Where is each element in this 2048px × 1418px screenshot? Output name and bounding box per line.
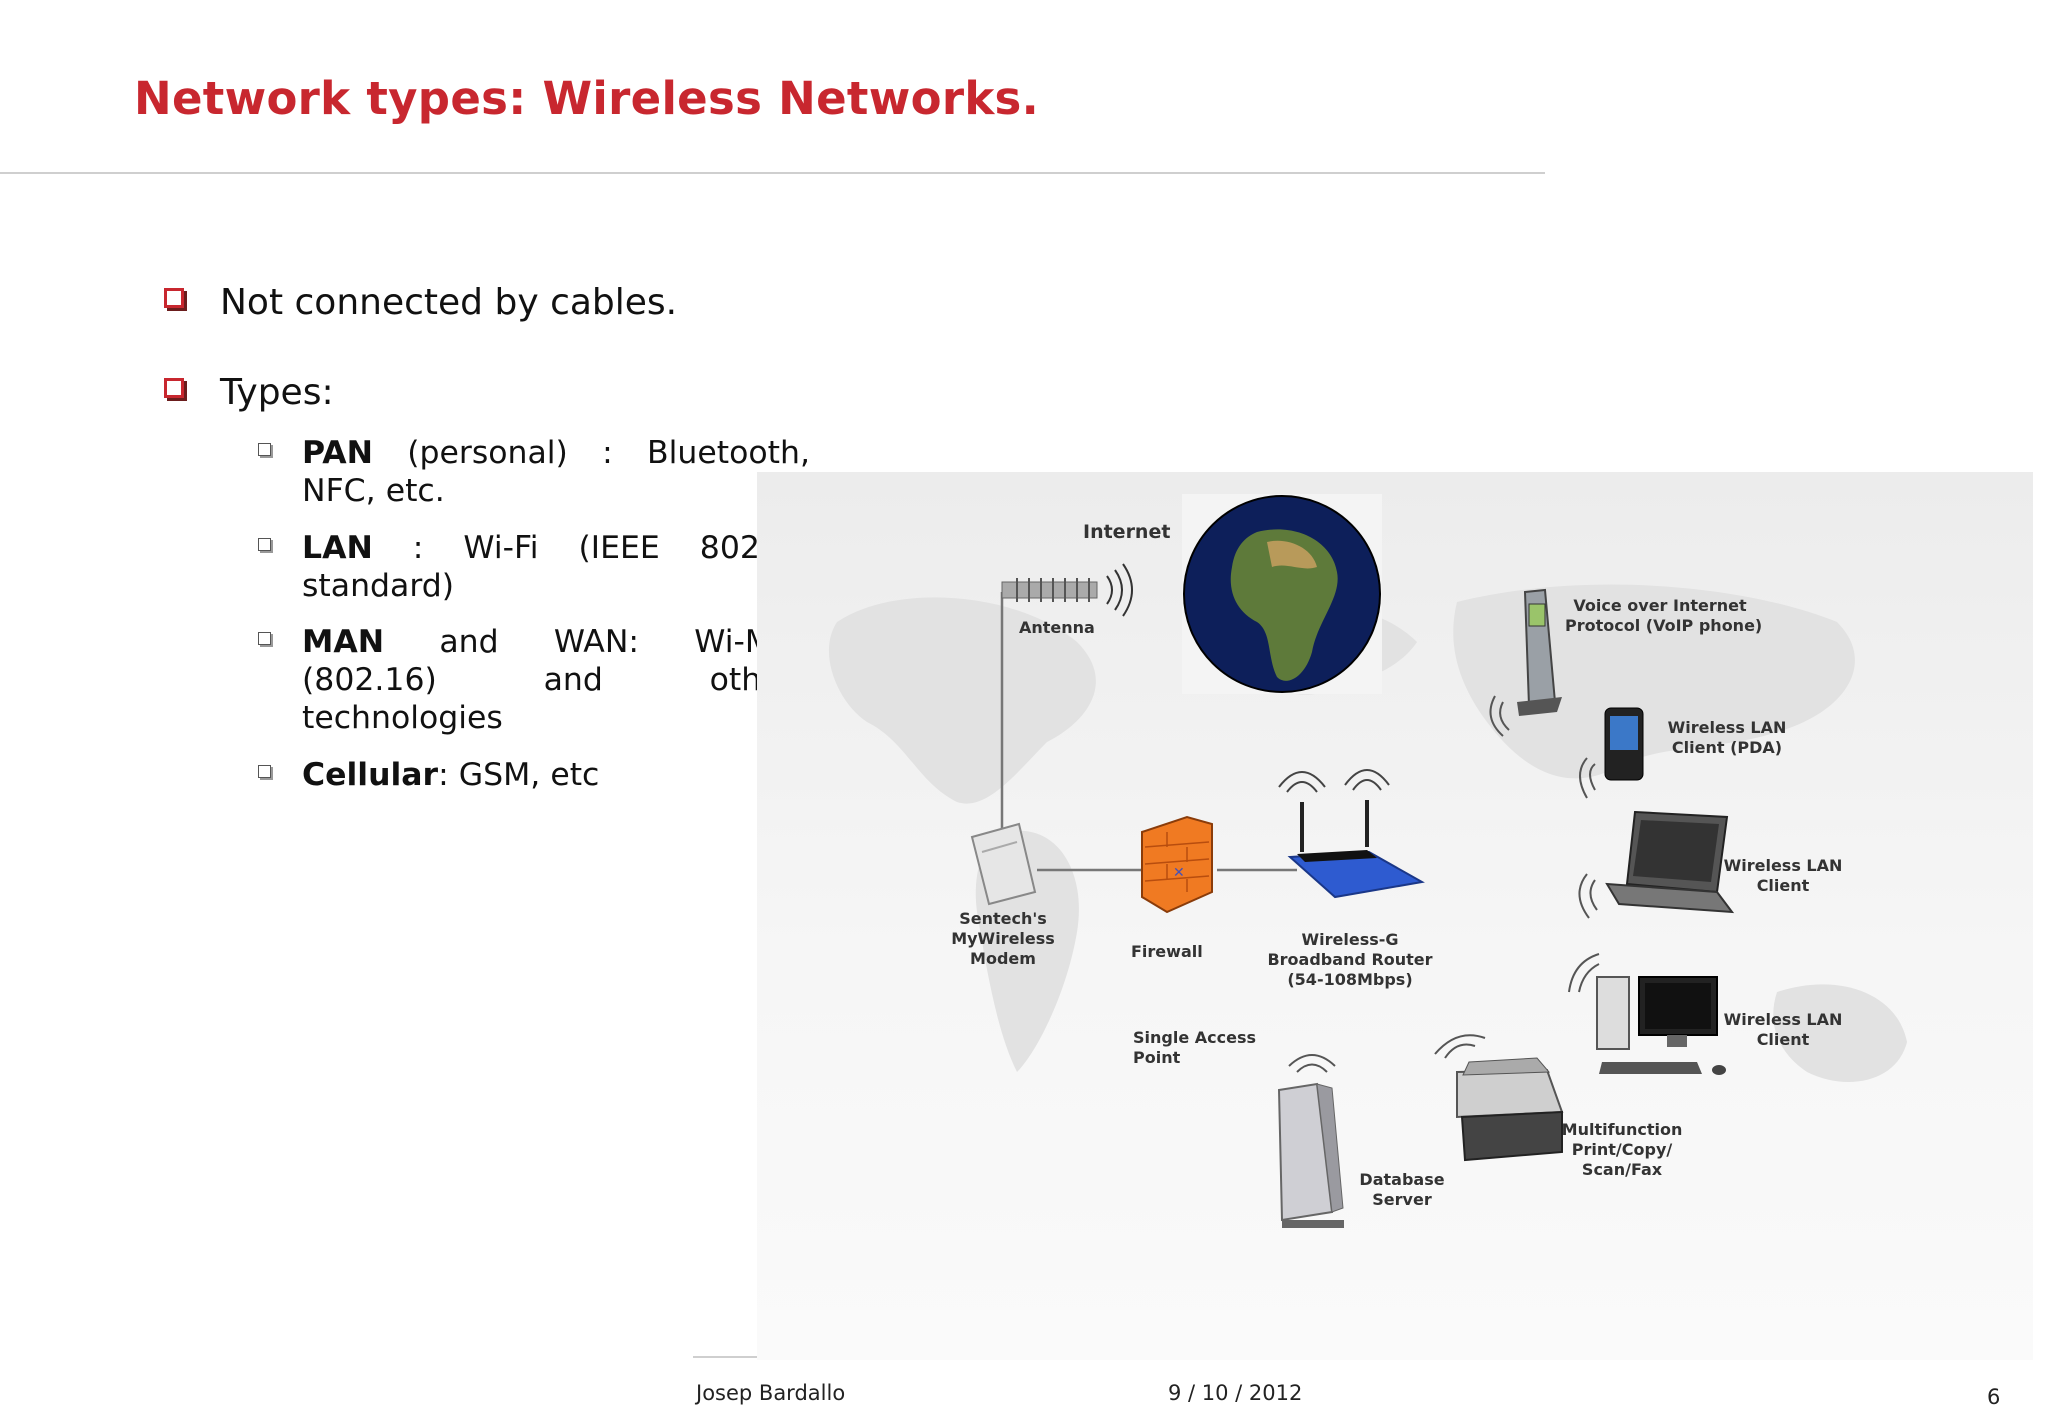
database-server-icon	[1277, 1054, 1344, 1228]
footer-author: Josep Bardallo	[696, 1381, 846, 1405]
sub-bullet-pan: PAN (personal) : Bluetooth, NFC, etc.	[258, 434, 810, 510]
svg-text:✕: ✕	[1173, 865, 1185, 881]
sub-bullet-square-icon	[258, 632, 271, 645]
bullet-square-icon	[164, 378, 184, 398]
footer-page-number: 6	[1987, 1385, 2001, 1409]
antenna-icon	[1001, 563, 1133, 617]
antenna-label: Antenna	[1019, 618, 1095, 637]
title-divider	[0, 172, 1545, 174]
laptop-icon	[1578, 810, 1735, 919]
slide-title: Network types: Wireless Networks.	[134, 72, 1040, 125]
globe-internet-icon	[1182, 494, 1382, 694]
sub-bullet-lan: LAN : Wi-Fi (IEEE 802.11 standard)	[258, 529, 810, 605]
modem-icon	[970, 822, 1037, 906]
firewall-label: Firewall	[1131, 942, 1203, 961]
footer-date: 9 / 10 / 2012	[1168, 1381, 1303, 1405]
pda-label: Wireless LAN Client (PDA)	[1667, 718, 1787, 757]
internet-label: Internet	[1083, 521, 1171, 543]
sub-bullet-square-icon	[258, 538, 271, 551]
pda-icon	[1579, 707, 1644, 799]
access-point-label: Single Access Point	[1133, 1028, 1257, 1067]
voip-phone-icon	[1489, 588, 1562, 737]
printer-icon	[1434, 1034, 1564, 1162]
laptop-label: Wireless LAN Client	[1723, 856, 1843, 895]
database-server-label: Database Server	[1359, 1170, 1445, 1209]
router-icon	[1278, 769, 1425, 899]
wireless-network-diagram: ✕	[757, 472, 2033, 1360]
bullet-square-icon	[164, 288, 184, 308]
printer-label: Multifunction Print/Copy/ Scan/Fax	[1561, 1120, 1683, 1179]
sub-bullet-square-icon	[258, 765, 271, 778]
sub-bullet-man-wan: MAN and WAN: Wi-Max (802.16) and others …	[258, 623, 810, 737]
desktop-label: Wireless LAN Client	[1723, 1010, 1843, 1049]
router-label: Wireless-G Broadband Router (54-108Mbps)	[1267, 930, 1433, 989]
diagram-illustration: ✕	[828, 494, 1907, 1228]
sub-bullet-square-icon	[258, 443, 271, 456]
sub-bullet-cellular: Cellular: GSM, etc	[258, 756, 810, 794]
footer-divider	[693, 1356, 757, 1358]
voip-label: Voice over Internet Protocol (VoIP phone…	[1565, 596, 1763, 635]
desktop-computer-icon	[1568, 953, 1726, 1075]
firewall-icon: ✕	[1141, 815, 1213, 914]
modem-label: Sentech's MyWireless Modem	[951, 909, 1055, 968]
connection-lines	[1000, 592, 1297, 872]
